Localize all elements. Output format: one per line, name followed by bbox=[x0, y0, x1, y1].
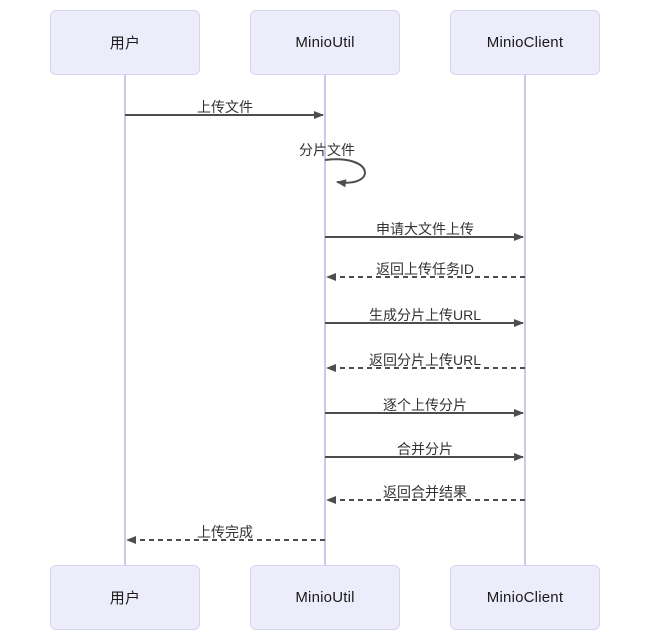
actor-box-minioutil-top[interactable]: MinioUtil bbox=[250, 10, 400, 75]
message-label-4: 生成分片上传URL bbox=[368, 307, 482, 323]
actor-box-user-top[interactable]: 用户 bbox=[50, 10, 200, 75]
message-label-5: 返回分片上传URL bbox=[368, 352, 482, 368]
messages-group bbox=[125, 111, 525, 544]
message-label-6: 逐个上传分片 bbox=[383, 397, 467, 413]
message-label-2: 申请大文件上传 bbox=[376, 221, 474, 237]
actor-label: 用户 bbox=[109, 590, 141, 607]
message-arrow-self-1 bbox=[324, 158, 366, 188]
message-label-8: 返回合并结果 bbox=[383, 484, 467, 500]
message-label-1: 分片文件 bbox=[299, 142, 355, 158]
actor-label: MinioClient bbox=[486, 589, 564, 606]
message-label-9: 上传完成 bbox=[197, 524, 253, 540]
actor-box-user-bottom[interactable]: 用户 bbox=[50, 565, 200, 630]
message-label-0: 上传文件 bbox=[197, 99, 253, 115]
actor-box-minioutil-bottom[interactable]: MinioUtil bbox=[250, 565, 400, 630]
lifelines-group bbox=[124, 75, 526, 565]
actor-label: MinioUtil bbox=[295, 34, 355, 51]
message-label-3: 返回上传任务ID bbox=[376, 261, 474, 277]
message-label-7: 合并分片 bbox=[397, 441, 453, 457]
actor-box-minioclient-bottom[interactable]: MinioClient bbox=[450, 565, 600, 630]
actor-label: MinioUtil bbox=[295, 589, 355, 606]
actor-box-minioclient-top[interactable]: MinioClient bbox=[450, 10, 600, 75]
actor-label: MinioClient bbox=[486, 34, 564, 51]
actor-label: 用户 bbox=[109, 35, 141, 52]
